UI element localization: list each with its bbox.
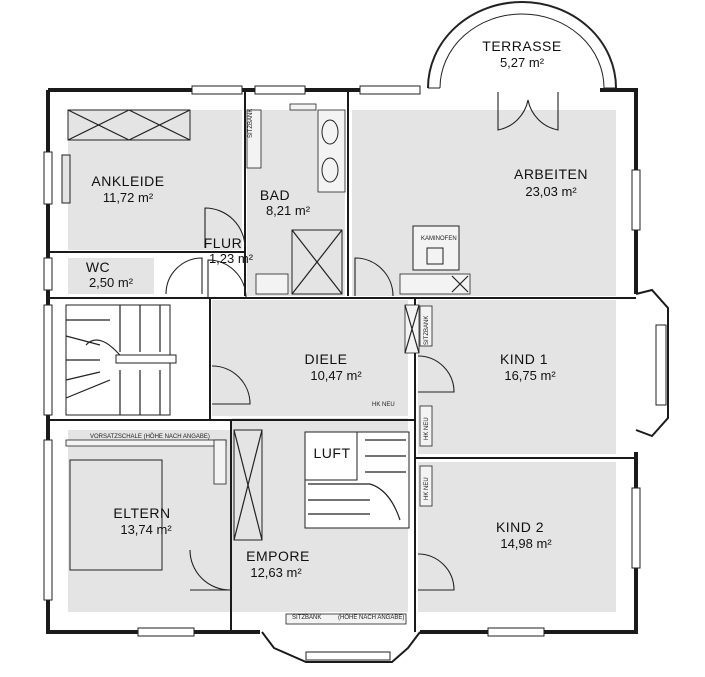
bay-window-right (635, 288, 669, 438)
arbeiten-area: 23,03 m² (525, 184, 577, 199)
bad-name: BAD (259, 187, 291, 203)
eltern-bed (65, 439, 227, 571)
diele-area: 10,47 m² (310, 368, 362, 383)
kind1-area: 16,75 m² (504, 368, 556, 383)
eltern-name: ELTERN (113, 505, 171, 521)
flur-name: FLUR (203, 235, 243, 251)
staircase-left (65, 304, 177, 416)
kind1-name: KIND 1 (499, 351, 549, 367)
kind2-room (418, 462, 616, 612)
hoehe-bottom-label: (HÖHE NACH ANGABE) (338, 615, 405, 621)
hk-neu-diele-label: HK NEU (372, 402, 395, 408)
bad-area: 8,21 m² (265, 203, 311, 218)
bay-window-bottom (261, 631, 421, 663)
diele-room (212, 300, 408, 416)
empore-name: EMPORE (246, 548, 310, 564)
ankleide-area: 11,72 m² (102, 190, 154, 205)
doors (165, 92, 559, 591)
terrasse-name: TERRASSE (482, 38, 562, 54)
empore-cabinet (233, 429, 263, 541)
kind2-area: 14,98 m² (500, 536, 552, 551)
eltern-area: 13,74 m² (120, 522, 172, 537)
ankleide-wardrobe (61, 109, 191, 204)
kaminofen (399, 225, 471, 295)
wc-room (68, 258, 154, 294)
bath-fixtures (246, 103, 346, 295)
sitzbank-bad-label: SITZBANK (248, 108, 254, 138)
arbeiten-room (352, 110, 616, 296)
kind2-name: KIND 2 (495, 519, 545, 535)
wc-area: 2,50 m² (88, 275, 134, 290)
kind-fixtures (285, 304, 433, 625)
flur-area: 1,23 m² (208, 251, 254, 266)
staircase-center (304, 431, 410, 529)
hk-neu-1-label: HK NEU (424, 417, 430, 440)
ankleide-name: ANKLEIDE (91, 173, 165, 189)
wc-name: WC (85, 259, 111, 275)
sitzbank-bottom-label: SITZBANK (292, 615, 322, 621)
windows (43, 85, 641, 637)
hk-neu-2-label: HK NEU (424, 477, 430, 500)
diele-name: DIELE (304, 351, 348, 367)
sitzbank-kind1-label: SITZBANK (424, 315, 430, 345)
room-fills (68, 110, 616, 612)
vorsatzschale-label: VORSATZSCHALE (HÖHE NACH ANGABE) (90, 434, 210, 440)
luft-name: LUFT (313, 445, 351, 461)
arbeiten-name: ARBEITEN (513, 166, 588, 182)
empore-area: 12,63 m² (250, 565, 302, 580)
terrasse-area: 5,27 m² (499, 55, 545, 70)
terrasse-balcony (427, 1, 617, 89)
kaminofen-label: KAMINOFEN (421, 236, 457, 242)
